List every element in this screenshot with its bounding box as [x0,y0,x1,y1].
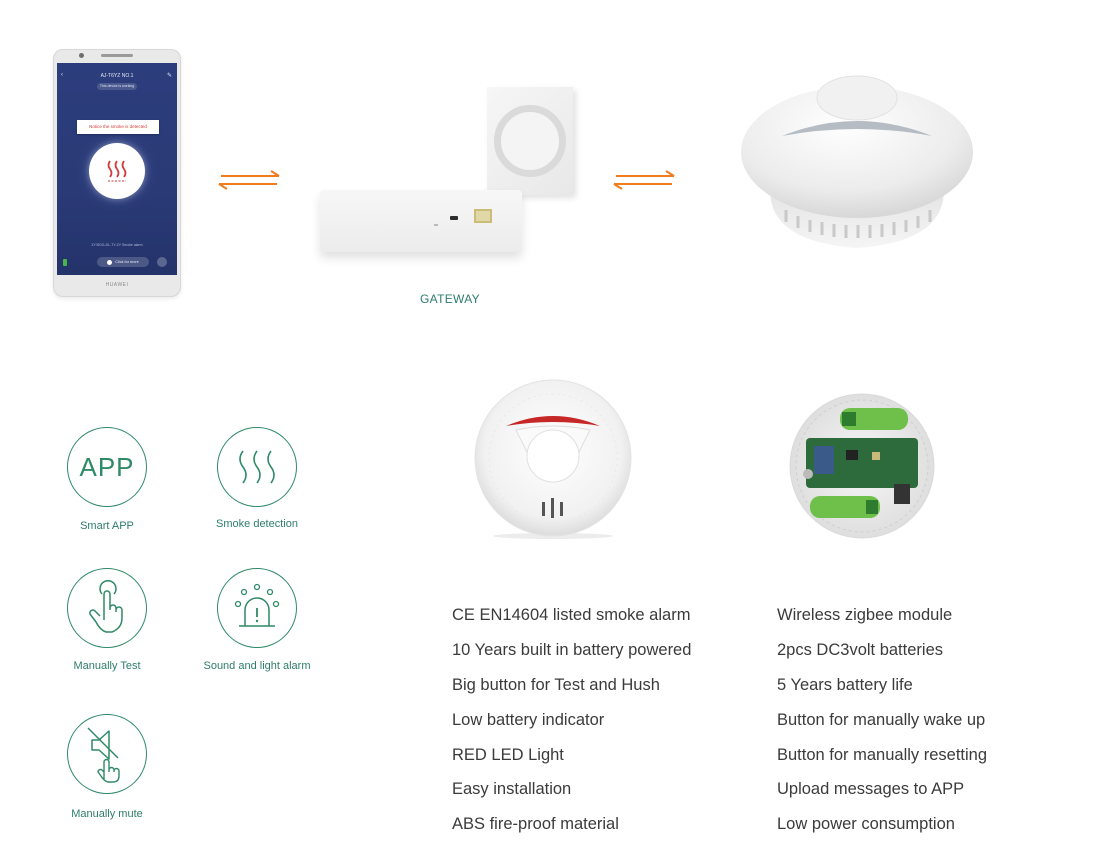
smartphone-image: ‹ AJ-T6YZ NO.1 ✎ This device is working … [53,49,181,297]
list-item: Upload messages to APP [777,780,965,799]
camera-icon [79,53,84,58]
list-item: RED LED Light [452,745,564,764]
gateway-led [434,224,438,226]
app-icon: APP [67,427,147,507]
screen-title: AJ-T6YZ NO.1 [100,73,134,79]
alarm-light-icon [217,568,297,648]
list-item: Wireless zigbee module [777,606,953,624]
feature-label-sound-light-alarm: Sound and light alarm [203,660,311,672]
edit-icon: ✎ [167,73,173,79]
device-status-pill: This device is working [97,83,137,90]
mute-speaker-icon [67,714,147,794]
gateway-label: GATEWAY [420,292,480,306]
status-bar [57,63,177,71]
smoke-detector-front-image [474,379,632,539]
list-item: ABS fire-proof material [452,815,619,834]
list-item: 2pcs DC3volt batteries [777,640,943,659]
bidirectional-arrow-icon [613,170,675,190]
app-icon-text: APP [79,451,135,482]
smoke-detector-image [741,75,973,248]
smoke-notice: Notice the smoke is detected [77,120,159,134]
list-item: Low power consumption [777,815,955,834]
smoke-detector-inside-image [789,393,935,539]
feature-label-manually-test: Manually Test [73,660,141,672]
list-item: Easy installation [452,780,572,799]
feature-label-smoke-detection: Smoke detection [216,518,298,530]
microphone-icon [157,257,167,267]
hand-press-icon [67,568,147,648]
spec-list-right: Wireless zigbee module 2pcs DC3volt batt… [777,605,987,849]
switch-ring [494,105,566,177]
gateway-image [320,190,522,252]
phone-screen: ‹ AJ-T6YZ NO.1 ✎ This device is working … [57,63,177,275]
speaker-grille [101,54,133,57]
list-item: Button for manually resetting [777,745,988,764]
usb-port [450,216,458,220]
phone-brand: HUAWEI [105,282,129,288]
ethernet-port [474,209,492,223]
list-item: 5 Years battery life [777,675,913,694]
smoke-waves-icon [217,427,297,507]
list-item: CE EN14604 listed smoke alarm [452,606,691,624]
back-arrow-icon: ‹ [61,72,63,78]
smoke-icon [107,160,127,182]
battery-icon [63,259,67,266]
alarm-button-label: Click for more [115,260,139,264]
list-item: Big button for Test and Hush [452,675,660,694]
feature-label-manually-mute: Manually mute [71,808,143,820]
sensor-label: ZY/SDG-DL-TY-ZY Smoke alarm [91,243,143,247]
alert-circle [89,143,145,199]
bidirectional-arrow-icon [218,170,280,190]
alarm-button[interactable]: Click for more [97,257,149,267]
wall-switch-image [487,87,573,195]
list-item: Button for manually wake up [777,710,986,729]
feature-label-smart-app: Smart APP [80,520,134,532]
list-item: Low battery indicator [452,710,605,729]
list-item: 10 Years built in battery powered [452,640,692,659]
spec-list-left: CE EN14604 listed smoke alarm 10 Years b… [452,605,691,849]
